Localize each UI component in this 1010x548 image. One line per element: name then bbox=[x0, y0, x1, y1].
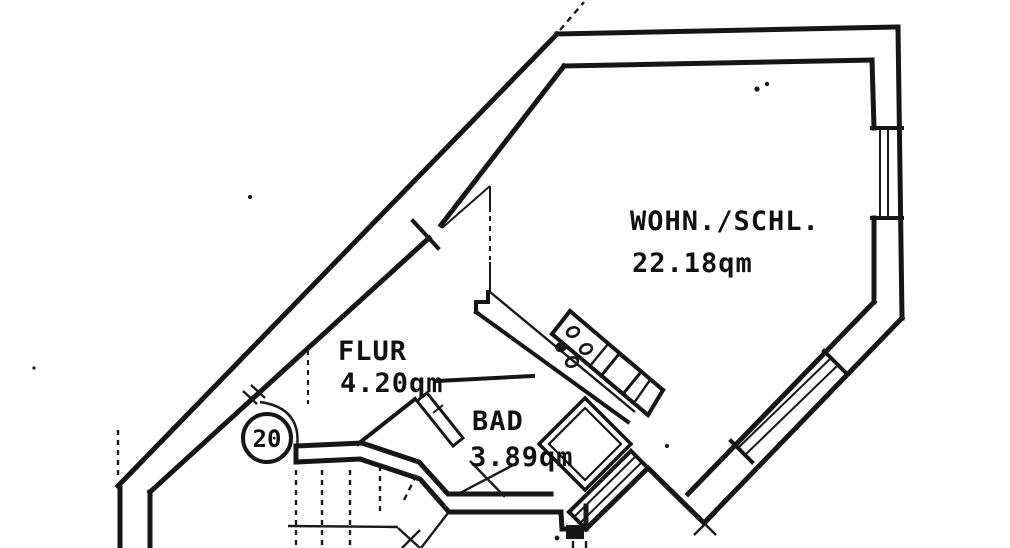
kitchenette bbox=[549, 308, 666, 418]
door-swing-lines bbox=[459, 460, 518, 498]
stove-burners-icon bbox=[555, 325, 594, 369]
stair-tread-edge bbox=[287, 524, 399, 529]
room-area-flur: 4.20qm bbox=[340, 368, 444, 399]
room-area-bad: 3.89qm bbox=[470, 442, 574, 473]
unit-number-badge: 20 bbox=[241, 412, 293, 464]
window-bath-wall bbox=[566, 448, 651, 532]
stairwell bbox=[116, 430, 449, 548]
shower-icon bbox=[536, 395, 634, 493]
entrance-door bbox=[242, 384, 299, 449]
sink-icon bbox=[598, 351, 644, 397]
window-lower-right-wall bbox=[728, 348, 848, 465]
unit-number: 20 bbox=[253, 425, 282, 453]
door-swing-arc bbox=[259, 400, 299, 449]
door-jamb-ticks bbox=[242, 384, 266, 405]
room-name-flur: FLUR bbox=[338, 336, 407, 367]
kitchen-back-edge bbox=[549, 331, 651, 418]
kitchen-front-edge bbox=[567, 308, 666, 393]
room-labels: WOHN./SCHL. 22.18qm FLUR 4.20qm BAD 3.89… bbox=[338, 206, 820, 473]
stair-cross bbox=[397, 527, 421, 548]
counter-dividers bbox=[589, 343, 651, 404]
room-name-wohn: WOHN./SCHL. bbox=[630, 206, 820, 237]
roof-edge-dash bbox=[559, 1, 585, 31]
room-area-wohn: 22.18qm bbox=[632, 248, 753, 279]
slope-line bbox=[251, 349, 309, 402]
room-name-bad: BAD bbox=[472, 406, 524, 437]
wall-break-tick bbox=[410, 218, 441, 251]
wc-icon bbox=[554, 525, 588, 548]
interior-walls bbox=[251, 185, 636, 447]
bath-door bbox=[414, 390, 518, 498]
window-right-wall bbox=[870, 126, 904, 220]
ink-specks bbox=[32, 81, 770, 448]
